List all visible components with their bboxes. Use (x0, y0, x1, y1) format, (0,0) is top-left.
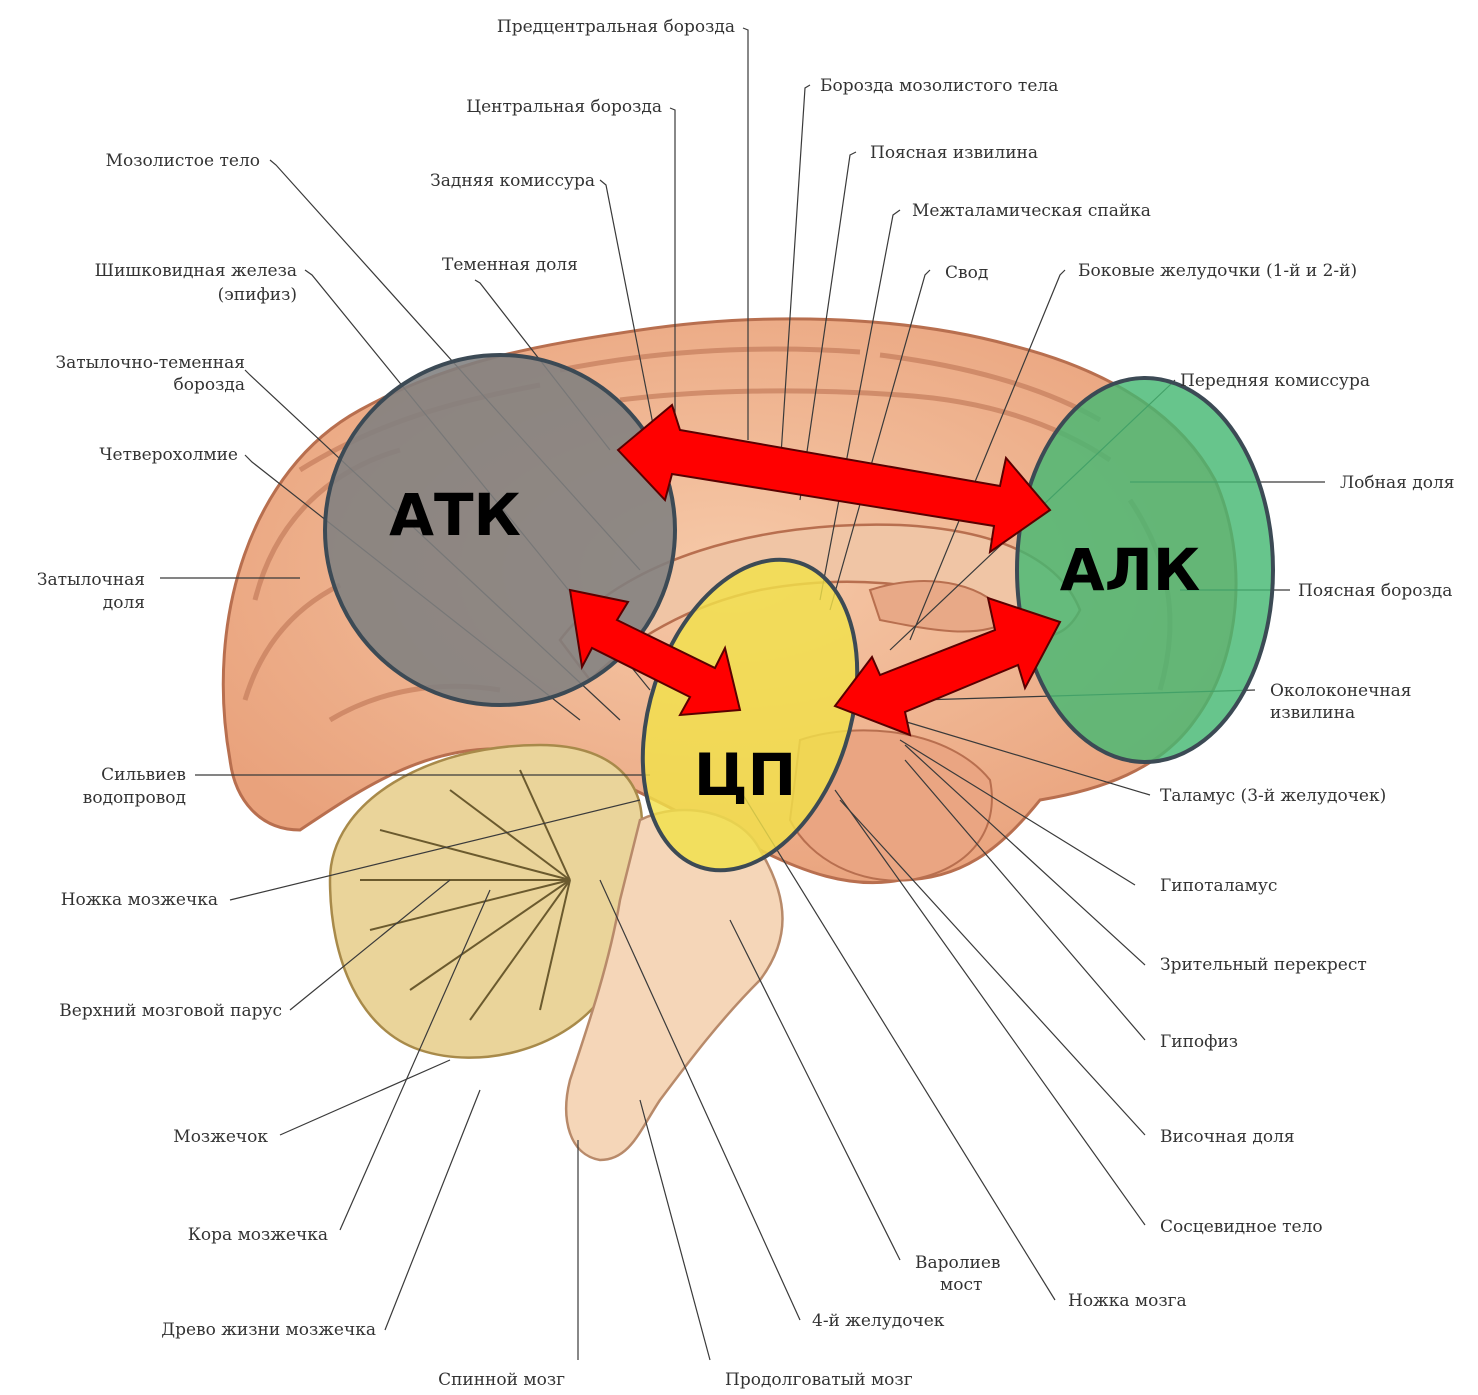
label-cerebellar-cortex: Кора мозжечка (188, 1225, 328, 1245)
label-occipital-lobe-1: Затылочная (37, 570, 145, 590)
label-cerebral-peduncle: Ножка мозга (1068, 1291, 1187, 1311)
label-pineal-gland-2: (эпифиз) (218, 285, 297, 305)
label-frontal-lobe: Лобная доля (1340, 473, 1454, 493)
label-anterior-commissure: Передняя комиссура (1180, 371, 1370, 391)
label-superior-velum: Верхний мозговой парус (59, 1001, 282, 1021)
label-corpus-callosum: Мозолистое тело (106, 151, 260, 171)
label-cingulate-gyrus: Поясная извилина (870, 143, 1038, 163)
label-lateral-ventricles: Боковые желудочки (1-й и 2-й) (1078, 261, 1357, 281)
label-occipital-lobe-2: доля (103, 593, 145, 613)
label-pineal-gland-1: Шишковидная железа (95, 261, 297, 281)
label-posterior-commissure: Задняя комиссура (430, 171, 595, 191)
label-quadrigemina: Четверохолмие (99, 445, 238, 465)
label-hypothalamus: Гипоталамус (1160, 876, 1277, 896)
label-optic-chiasm: Зрительный перекрест (1160, 955, 1367, 975)
cp-label: ЦП (694, 741, 796, 809)
label-sylvian-aqueduct-2: водопровод (83, 788, 186, 808)
label-parieto-occipital-1: Затылочно-теменная (55, 353, 245, 373)
label-parietal-lobe: Теменная доля (442, 255, 578, 275)
label-pons-2: мост (940, 1275, 982, 1295)
label-sylvian-aqueduct-1: Сильвиев (101, 765, 186, 785)
label-temporal-lobe: Височная доля (1160, 1127, 1295, 1147)
label-parieto-occipital-2: борозда (174, 375, 245, 395)
label-cingulate-sulcus: Поясная борозда (1298, 581, 1452, 601)
label-spinal-cord: Спинной мозг (438, 1370, 565, 1390)
label-thalamus: Таламус (3-й желудочек) (1160, 786, 1386, 806)
label-cerebellar-peduncle: Ножка мозжечка (61, 890, 218, 910)
label-pituitary: Гипофиз (1160, 1032, 1238, 1052)
alk-label: АЛК (1060, 536, 1200, 604)
label-medulla: Продолговатый мозг (725, 1370, 913, 1390)
label-corpus-callosum-sulcus: Борозда мозолистого тела (820, 76, 1058, 96)
label-interthalamic-adhesion: Межталамическая спайка (912, 201, 1151, 221)
atk-label: АТК (389, 481, 521, 549)
label-cerebellum: Мозжечок (173, 1127, 268, 1147)
label-precentral-sulcus: Предцентральная борозда (497, 17, 735, 37)
label-pons-1: Варолиев (915, 1253, 1001, 1273)
label-paraterminal-2: извилина (1270, 703, 1355, 723)
label-fourth-ventricle: 4-й желудочек (812, 1311, 945, 1331)
label-fornix: Свод (945, 263, 988, 283)
label-central-sulcus: Центральная борозда (466, 97, 662, 117)
label-mammillary-body: Сосцевидное тело (1160, 1217, 1323, 1237)
label-arbor-vitae: Древо жизни мозжечка (161, 1320, 376, 1340)
label-paraterminal-1: Околоконечная (1270, 681, 1412, 701)
